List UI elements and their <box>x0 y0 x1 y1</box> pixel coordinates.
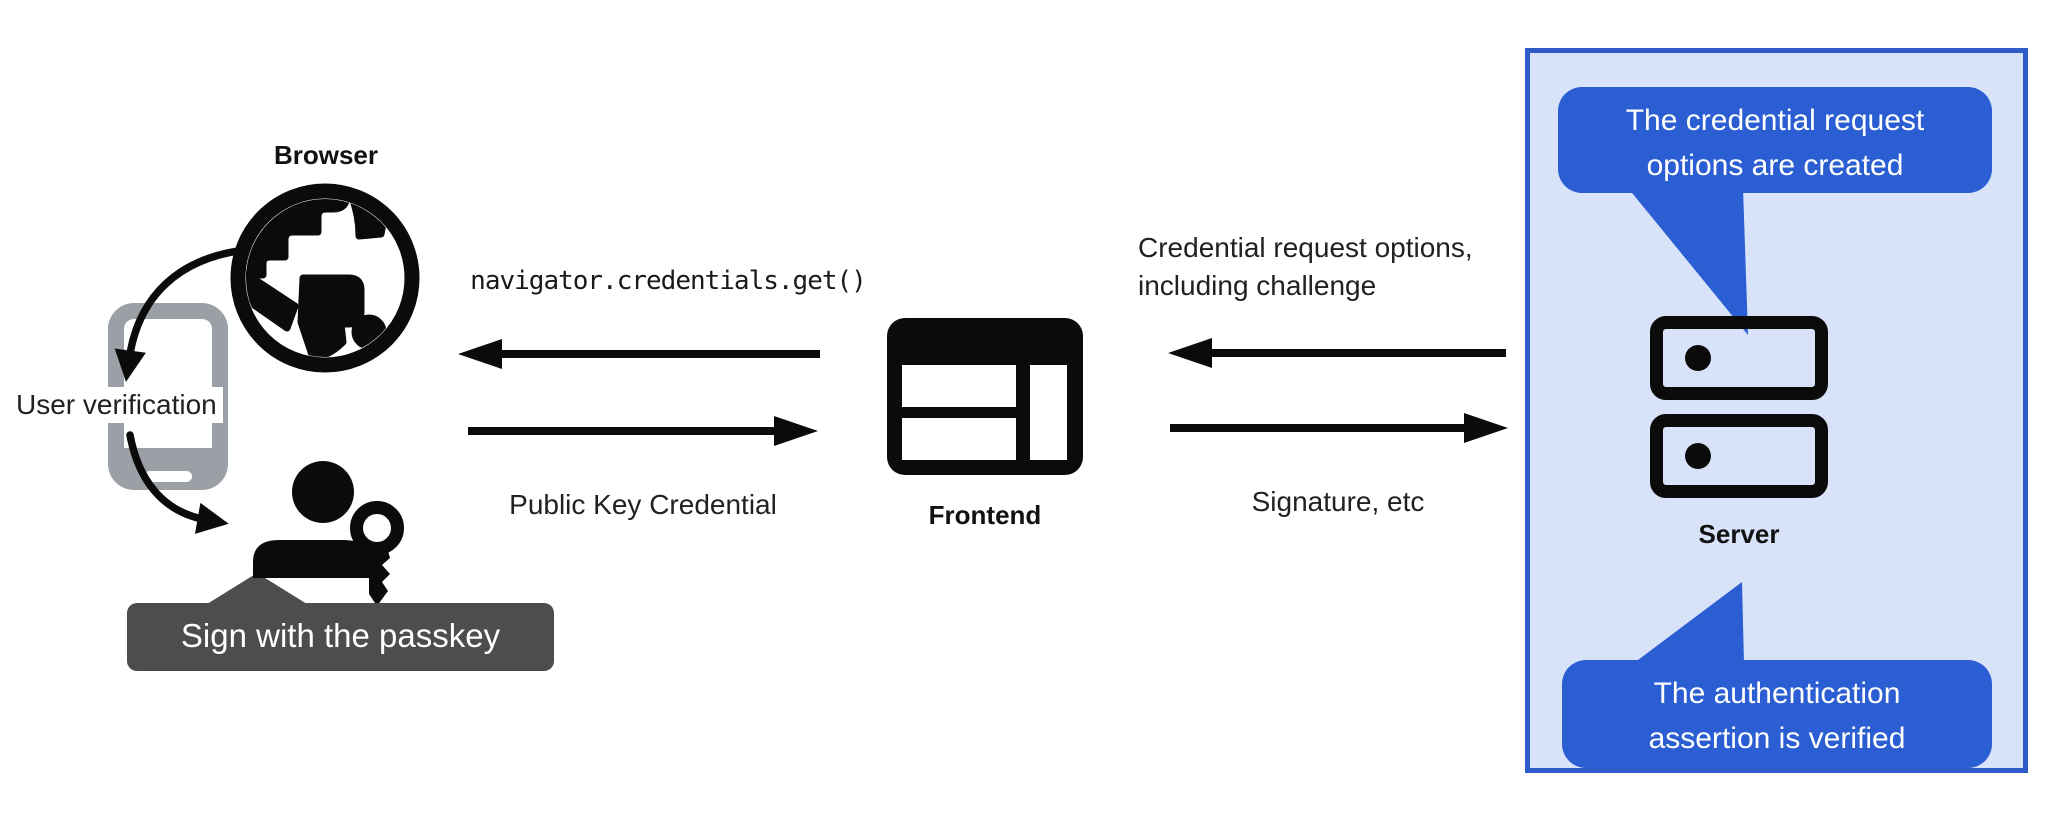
public-key-credential-label: Public Key Credential <box>509 489 777 520</box>
server-unit-top <box>1650 316 1828 400</box>
arrow-server-to-frontend <box>1206 349 1506 357</box>
callout-top-line2: options are created <box>1646 149 1904 182</box>
callout-top-line1: The credential request <box>1625 104 1925 137</box>
frontend-label: Frontend <box>928 500 1042 530</box>
arrow-browser-to-frontend <box>468 427 776 435</box>
server-stack-icon <box>1650 313 1828 513</box>
tooltip-pointer <box>207 573 307 604</box>
person-passkey-icon <box>253 461 404 606</box>
user-verification-label: User verification <box>10 387 223 423</box>
browser-label: Browser <box>273 140 379 170</box>
server-callout-top: The credential request options are creat… <box>1558 87 1992 193</box>
passkey-tooltip: Sign with the passkey <box>127 603 554 671</box>
server-led-icon <box>1685 345 1711 371</box>
frontend-pane-top-left <box>902 365 1016 407</box>
arrowhead-frontend-to-browser <box>458 339 502 369</box>
navigator-credentials-get-label: navigator.credentials.get() <box>470 266 867 296</box>
arrow-authenticator-to-user <box>126 431 229 534</box>
arrowhead-browser-to-frontend <box>774 416 818 446</box>
server-led-icon <box>1685 443 1711 469</box>
server-callout-bottom: The authentication assertion is verified <box>1562 660 1992 768</box>
frontend-pane-bottom-left <box>902 418 1016 460</box>
arrow-frontend-to-browser <box>497 350 820 358</box>
arrow-frontend-to-server <box>1170 424 1466 432</box>
credential-request-options-label-line1: Credential request options, <box>1138 232 1473 263</box>
callout-bottom-tail <box>1634 582 1744 663</box>
frontend-pane-right <box>1030 365 1067 460</box>
callout-bottom-line2: assertion is verified <box>1648 722 1906 755</box>
user-verification-arrows <box>114 246 249 534</box>
server-unit-bottom <box>1650 414 1828 498</box>
browser-window-icon <box>887 318 1083 475</box>
arrow-browser-to-authenticator <box>114 246 249 382</box>
server-label: Server <box>1698 519 1780 549</box>
phone-home-bar <box>144 471 192 482</box>
globe-icon <box>230 183 420 373</box>
arrowhead-frontend-to-server <box>1464 413 1508 443</box>
callout-bottom-line1: The authentication <box>1653 677 1901 710</box>
callout-top-tail <box>1628 188 1748 335</box>
arrowhead-server-to-frontend <box>1168 338 1212 368</box>
credential-request-options-label-line2: including challenge <box>1138 270 1377 301</box>
server-panel: The credential request options are creat… <box>1525 48 2028 773</box>
key-icon <box>350 501 404 606</box>
signature-label: Signature, etc <box>1251 486 1425 517</box>
